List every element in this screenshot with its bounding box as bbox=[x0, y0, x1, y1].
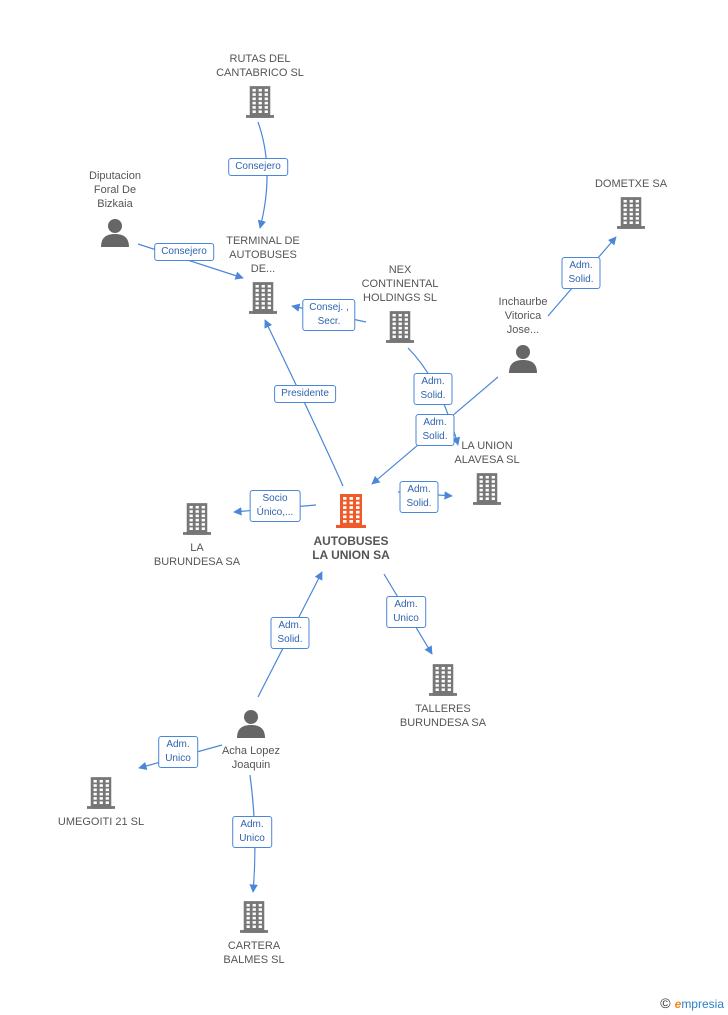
edge-label-line: Socio bbox=[262, 493, 288, 504]
node-label-line: NEX bbox=[388, 264, 412, 276]
node-label-line: Acha Lopez bbox=[221, 745, 281, 757]
edge-label-acha-umegoiti[interactable]: Adm. Unico bbox=[158, 736, 198, 768]
node-label-line: ALAVESA SL bbox=[454, 454, 520, 466]
node-label-line: LA UNION bbox=[461, 440, 513, 452]
node-cartera[interactable]: CARTERA BALMES SL bbox=[194, 901, 314, 967]
edge-label-nex-launionalavesa[interactable]: Adm. Solid. bbox=[413, 373, 453, 405]
edge-autobuses-terminal bbox=[264, 319, 344, 487]
node-label-line: CANTABRICO SL bbox=[216, 67, 304, 79]
edge-label-line: Unico bbox=[239, 833, 265, 844]
edge-label-line: Adm. bbox=[569, 260, 593, 271]
edge-label-inchaurbe-dometxe[interactable]: Adm. Solid. bbox=[561, 257, 601, 289]
node-label-line: Diputacion bbox=[89, 170, 141, 182]
node-label-line: Joaquin bbox=[231, 759, 271, 771]
edge-label-acha-cartera[interactable]: Adm. Unico bbox=[232, 816, 272, 848]
node-laburundesa[interactable]: LA BURUNDESA SA bbox=[137, 503, 257, 569]
edge-label-diputacion-terminal[interactable]: Consejero bbox=[154, 243, 214, 261]
edge-label-line: Adm. bbox=[423, 417, 447, 428]
node-label-line: Bizkaia bbox=[97, 198, 133, 210]
node-terminal[interactable]: TERMINAL DE AUTOBUSES DE... bbox=[203, 234, 323, 314]
node-label-line: Inchaurbe bbox=[498, 296, 548, 308]
node-label-line: AUTOBUSES bbox=[313, 534, 389, 548]
node-label-line: Jose... bbox=[506, 324, 540, 336]
node-launionalavesa[interactable]: LA UNION ALAVESA SL bbox=[427, 439, 547, 505]
node-label-line: HOLDINGS SL bbox=[363, 292, 437, 304]
edge-label-line: Solid. bbox=[406, 498, 432, 509]
node-dometxe[interactable]: DOMETXE SA bbox=[571, 177, 691, 229]
node-talleres[interactable]: TALLERES BURUNDESA SA bbox=[383, 664, 503, 730]
building-icon bbox=[183, 503, 211, 535]
node-label-line: CARTERA bbox=[227, 940, 281, 952]
node-nex[interactable]: NEX CONTINENTAL HOLDINGS SL bbox=[340, 263, 460, 343]
edge-label-line: Unico bbox=[393, 613, 419, 624]
empresia-logo[interactable]: ©empresia bbox=[660, 995, 724, 1011]
building-icon bbox=[240, 901, 268, 933]
person-icon bbox=[237, 710, 265, 738]
edge-label-line: Adm. bbox=[407, 484, 431, 495]
building-icon bbox=[336, 494, 366, 528]
building-icon bbox=[617, 197, 645, 229]
edge-label-line: Solid. bbox=[422, 431, 448, 442]
building-icon bbox=[386, 311, 414, 343]
person-icon bbox=[509, 345, 537, 373]
edge-label-line: Solid. bbox=[277, 634, 303, 645]
node-label-line: RUTAS DEL bbox=[229, 53, 291, 65]
edge-label-line: Solid. bbox=[568, 274, 594, 285]
edge-label-acha-autobuses[interactable]: Adm. Solid. bbox=[270, 617, 310, 649]
node-label-line: UMEGOITI 21 SL bbox=[57, 816, 145, 828]
edge-label-autobuses-launionalavesa[interactable]: Adm. Solid. bbox=[399, 481, 439, 513]
node-rutas[interactable]: RUTAS DEL CANTABRICO SL bbox=[200, 52, 320, 118]
node-label-line: DOMETXE SA bbox=[594, 178, 668, 190]
node-label-line: BALMES SL bbox=[223, 954, 285, 966]
node-label-line: CONTINENTAL bbox=[361, 278, 439, 290]
edge-label-line: Consej. , bbox=[309, 302, 349, 313]
person-icon bbox=[101, 219, 129, 247]
node-label-line: Foral De bbox=[93, 184, 137, 196]
building-icon bbox=[87, 777, 115, 809]
node-label-line: BURUNDESA SA bbox=[153, 556, 241, 568]
edge-label-line: Secr. bbox=[317, 316, 341, 327]
edge-label-line: Adm. bbox=[421, 376, 445, 387]
copyright-icon: © bbox=[660, 995, 671, 1011]
edge-label-line: Único,... bbox=[256, 507, 294, 518]
edge-label-line: Adm. bbox=[394, 599, 418, 610]
building-icon bbox=[429, 664, 457, 696]
building-icon bbox=[473, 473, 501, 505]
edge-label-autobuses-talleres[interactable]: Adm. Unico bbox=[386, 596, 426, 628]
node-label-line: TERMINAL DE bbox=[226, 235, 300, 247]
edge-label-rutas-terminal[interactable]: Consejero bbox=[228, 158, 288, 176]
node-label-line: Vitorica bbox=[504, 310, 542, 322]
node-label-line: AUTOBUSES bbox=[229, 249, 297, 261]
node-label-line: LA bbox=[190, 542, 204, 554]
edge-label-line: Consejero bbox=[161, 246, 207, 257]
building-icon bbox=[246, 86, 274, 118]
edge-label-line: Unico bbox=[165, 753, 191, 764]
edge-label-line: Presidente bbox=[281, 388, 329, 399]
edge-label-line: Adm. bbox=[166, 739, 190, 750]
edge-label-line: Adm. bbox=[240, 819, 264, 830]
node-umegoiti[interactable]: UMEGOITI 21 SL bbox=[41, 777, 161, 829]
node-label-line: DE... bbox=[250, 263, 276, 275]
edge-label-nex-terminal[interactable]: Consej. , Secr. bbox=[302, 299, 356, 331]
node-label-line: BURUNDESA SA bbox=[399, 717, 487, 729]
edge-label-line: Adm. bbox=[278, 620, 302, 631]
building-icon bbox=[249, 282, 277, 314]
edge-label-line: Solid. bbox=[420, 390, 446, 401]
edge-label-line: Consejero bbox=[235, 161, 281, 172]
node-label-line: TALLERES bbox=[415, 703, 471, 715]
node-label-line: LA UNION SA bbox=[312, 548, 390, 562]
edge-label-autobuses-terminal[interactable]: Presidente bbox=[274, 385, 336, 403]
edge-label-inchaurbe-autobuses[interactable]: Adm. Solid. bbox=[415, 414, 455, 446]
